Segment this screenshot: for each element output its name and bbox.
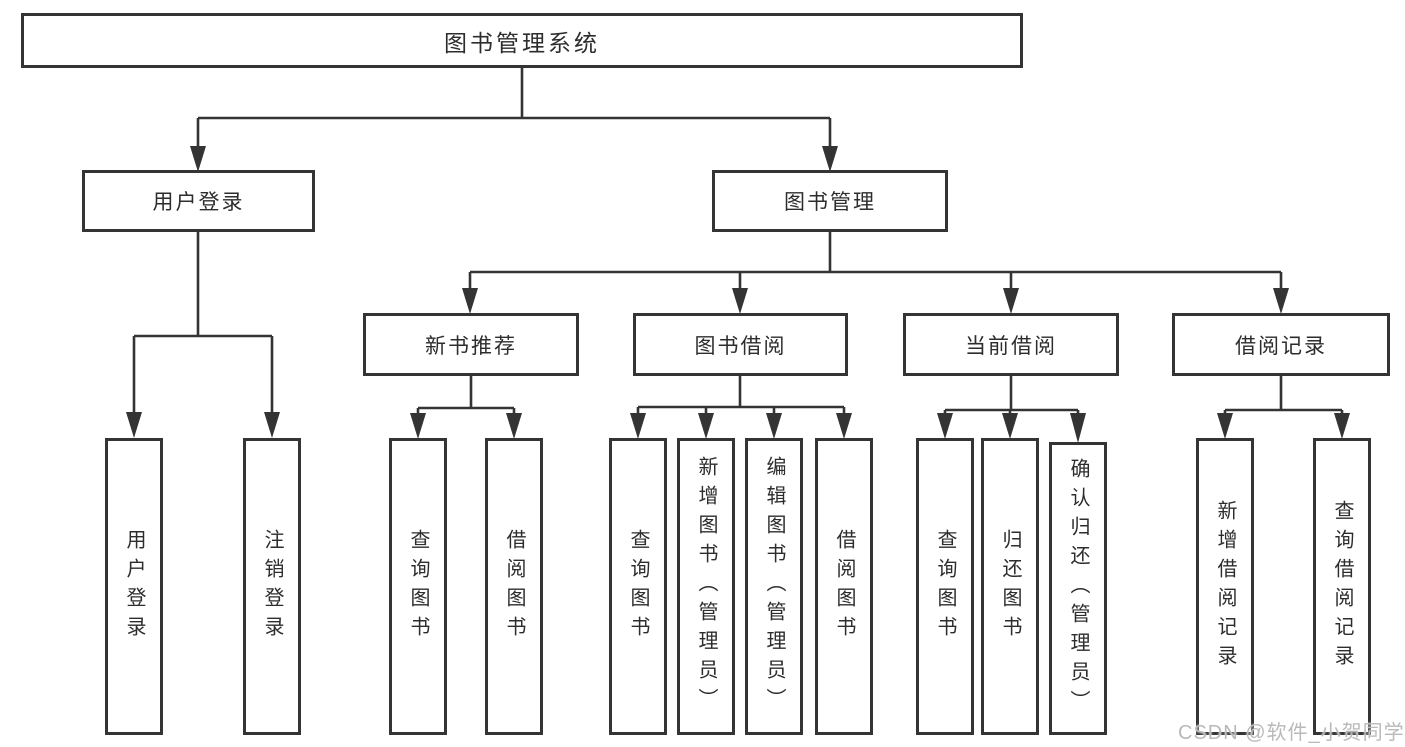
node-label: 新书推荐 [425,334,517,358]
csdn-watermark: CSDN @软件_小贺同学 [1178,722,1405,744]
node-label: 新增图书（管理员） [695,456,717,717]
node-label: 查询图书 [934,528,956,645]
node-label: 编辑图书（管理员） [763,456,785,717]
node-edit-books-admin: 编辑图书（管理员） [745,438,803,735]
node-label: 图书管理 [784,191,876,214]
connector-book-mgmt-children [468,232,1283,292]
node-label: 用户登录 [123,528,145,645]
node-label: 用户登录 [152,191,245,214]
connector-root-to-level2 [196,68,832,148]
node-label: 注销登录 [261,528,283,645]
node-query-books-2: 查询图书 [609,438,667,735]
node-logout: 注销登录 [243,438,301,735]
node-label: 确认归还（管理员） [1067,458,1089,719]
node-confirm-return-admin: 确认归还（管理员） [1049,442,1107,735]
node-user-login: 用户登录 [82,170,315,232]
node-query-books-3: 查询图书 [916,438,974,735]
node-book-management: 图书管理 [712,170,948,232]
node-return-books: 归还图书 [981,438,1039,735]
node-add-books-admin: 新增图书（管理员） [677,438,735,735]
node-label: 查询借阅记录 [1331,499,1353,674]
node-label: 归还图书 [999,528,1021,645]
node-label: 查询图书 [407,528,429,645]
node-borrow-books-2: 借阅图书 [815,438,873,735]
node-new-book-recommend: 新书推荐 [363,313,579,376]
node-label: 图书借阅 [694,334,787,358]
node-label: 借阅图书 [833,528,855,645]
node-label: 查询图书 [627,528,649,645]
node-borrow-books-1: 借阅图书 [485,438,543,735]
node-label: 借阅图书 [503,528,525,645]
node-label: 图书管理系统 [444,29,600,56]
connector-current-borrow-children [943,376,1080,417]
node-query-books-1: 查询图书 [389,438,447,735]
node-label: 新增借阅记录 [1214,499,1236,674]
connector-book-borrow-children [636,376,846,417]
node-add-borrow-record: 新增借阅记录 [1196,438,1254,735]
node-root-system: 图书管理系统 [21,13,1023,68]
node-borrowing-records: 借阅记录 [1172,313,1390,376]
node-query-borrow-record: 查询借阅记录 [1313,438,1371,735]
node-label: 当前借阅 [965,334,1057,358]
node-book-borrowing: 图书借阅 [633,313,848,376]
connector-user-login-children [132,232,274,416]
connector-new-book-children [416,376,516,417]
node-user-login-leaf: 用户登录 [105,438,163,735]
arrowheads [126,146,1350,443]
node-current-borrowing: 当前借阅 [903,313,1119,376]
connector-borrow-records-children [1223,376,1344,417]
node-label: 借阅记录 [1235,334,1327,358]
